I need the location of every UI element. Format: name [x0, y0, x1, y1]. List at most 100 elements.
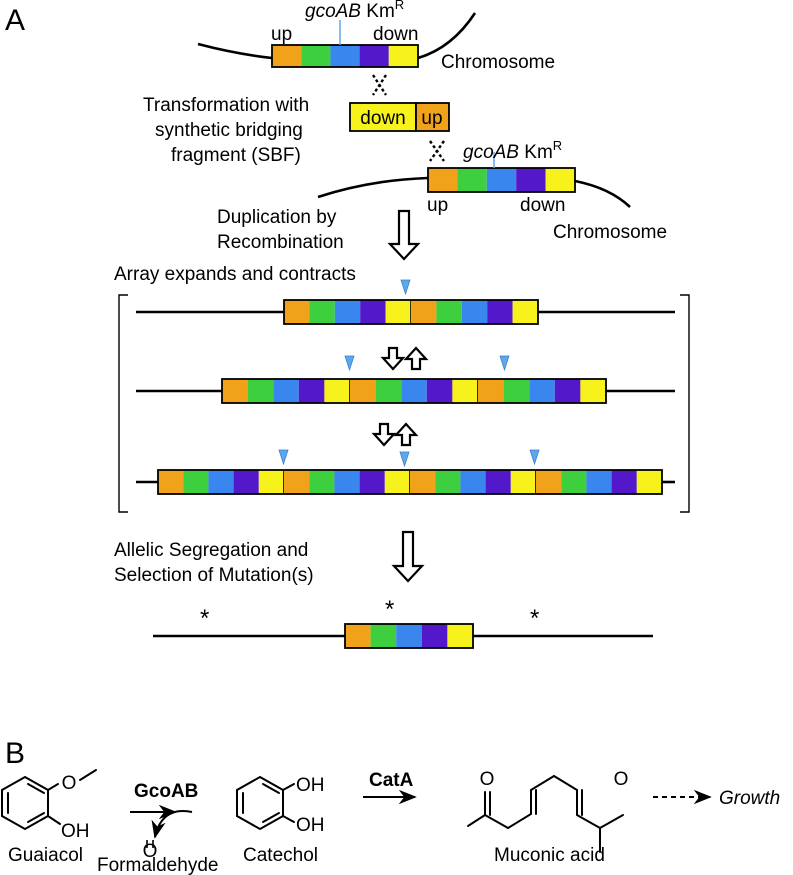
down-segment [510, 470, 536, 494]
guaiacol-methoxy-o: O [62, 773, 77, 794]
expand-arrow-2 [393, 422, 419, 447]
junction-marker-1 [400, 279, 411, 296]
kmr-segment-purple [485, 470, 511, 494]
down-segment [545, 168, 575, 192]
array-label: Array expands and contracts [114, 264, 356, 285]
down-segment [324, 379, 350, 403]
catechol-oh-2: OH [296, 815, 325, 836]
growth-label: Growth [719, 788, 780, 809]
junction-marker-6 [529, 449, 540, 466]
right-bracket [680, 294, 690, 513]
gcob-segment-blue [586, 470, 612, 494]
array-3-four-copies [157, 469, 663, 495]
gcob-segment-blue [334, 300, 361, 324]
up-segment [350, 379, 376, 403]
up-label-2: up [427, 195, 448, 216]
kmr-segment-purple [516, 168, 546, 192]
up-segment [284, 470, 310, 494]
junction-marker-5 [399, 451, 410, 468]
junction-marker-4 [278, 449, 289, 466]
down-segment [580, 379, 606, 403]
expand-arrow-1 [403, 346, 429, 371]
gcoab-kmr-label-1: gcoAB KmR [305, 0, 404, 22]
muconic-acid-label: Muconic acid [494, 845, 605, 866]
crossover-mark-1 [371, 74, 388, 96]
up-label-1: up [271, 24, 292, 45]
duplication-label-line-2: Recombination [217, 232, 344, 253]
transformation-label-line-2: synthetic bridging [155, 120, 303, 141]
gcoa-segment-green [309, 300, 335, 324]
kmr-segment-purple [298, 379, 325, 403]
chromosome-label-1: Chromosome [441, 52, 555, 73]
chromosome-label-2: Chromosome [553, 222, 667, 243]
gcob-segment-blue [486, 168, 517, 192]
up-segment [478, 379, 504, 403]
up-segment [536, 470, 562, 494]
gcoa-segment-green [435, 470, 461, 494]
kmr-segment-purple [487, 300, 513, 324]
kmr-segment-purple [426, 379, 453, 403]
gcob-segment-blue [401, 379, 427, 403]
array-1-two-copies [283, 299, 539, 325]
gcoa-segment-green [436, 300, 462, 324]
gcoa-segment-green [561, 470, 587, 494]
segregation-arrow [391, 530, 425, 583]
kmr-segment-purple [421, 624, 448, 648]
junction-marker-3 [499, 355, 510, 372]
guaiacol-structure [1, 769, 97, 831]
muconic-acid-structure [467, 775, 624, 853]
duplication-arrow [387, 209, 421, 261]
segregation-label-line-1: Allelic Segregation and [114, 540, 308, 561]
crossover-mark-2 [429, 140, 445, 162]
cassette-outline [271, 44, 419, 68]
gcob-segment-blue [330, 45, 360, 67]
kmr-segment-purple [360, 300, 386, 324]
up-segment [428, 168, 458, 192]
gcob-segment-blue [396, 624, 422, 648]
down-segment [447, 624, 473, 648]
gcob-segment-blue [273, 379, 299, 403]
formaldehyde-label: Formaldehyde [97, 855, 218, 875]
final-gcoab-cassette [344, 623, 474, 649]
down-segment [512, 300, 538, 324]
catechol-structure [236, 775, 295, 831]
mutation-marker-3: * [530, 605, 539, 632]
kmr-segment-purple [233, 470, 259, 494]
contract-arrow-2 [371, 422, 397, 447]
gcoab-cassette-2 [427, 167, 576, 193]
chromosome-2-left-arm [317, 176, 429, 199]
up-segment [222, 379, 248, 403]
gcob-segment-blue [460, 470, 486, 494]
gcoa-segment-green [309, 470, 335, 494]
up-segment [410, 470, 436, 494]
sbf-up-segment [415, 102, 450, 132]
transformation-label-line-3: fragment (SBF) [171, 145, 301, 166]
left-bracket [118, 294, 128, 513]
kmr-segment-purple [359, 45, 389, 67]
array-2-three-copies [221, 378, 607, 404]
guaiacol-label: Guaiacol [8, 845, 83, 866]
up-segment [284, 300, 310, 324]
up-segment [345, 624, 371, 648]
muconic-acid-o-left: O [480, 769, 495, 790]
down-segment [388, 45, 418, 67]
sbf-down-segment [349, 102, 417, 132]
kmr-segment-purple [359, 470, 385, 494]
chromosome-2-right-arm [574, 179, 631, 208]
contract-arrow-1 [380, 346, 406, 371]
gcob-segment-blue [529, 379, 555, 403]
up-segment [158, 470, 184, 494]
kmr-segment-purple [554, 379, 581, 403]
gcoab-cassette-1 [271, 44, 419, 68]
gcob-segment-blue [334, 470, 360, 494]
gcob-segment-blue [461, 300, 488, 324]
gcoa-segment-green [375, 379, 402, 403]
gcoa-segment-green [301, 45, 331, 67]
catechol-oh-1: OH [296, 775, 325, 796]
muconic-acid-o-right: O [614, 769, 629, 790]
gcoa-segment-green [370, 624, 397, 648]
down-label-2: down [520, 195, 565, 216]
enzyme-gcoab-label: GcoAB [134, 781, 198, 802]
sbf-up-label: up [421, 108, 442, 129]
